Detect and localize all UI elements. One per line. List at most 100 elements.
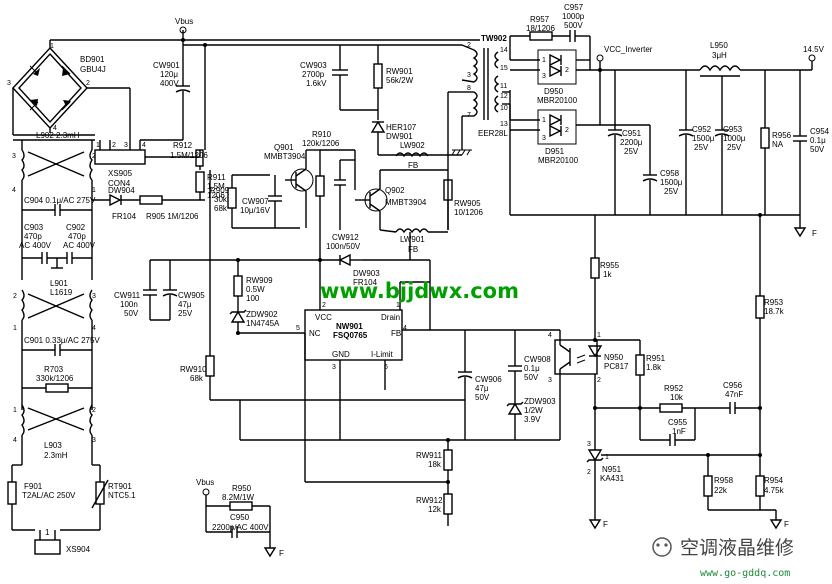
svg-text:Q902: Q902 [385,186,405,195]
svg-text:4: 4 [13,437,17,444]
svg-text:C955: C955 [668,418,688,427]
svg-text:1: 1 [50,43,54,50]
svg-text:2: 2 [467,42,471,49]
capacitor-cw905: CW905 47μ 25V [150,260,205,321]
svg-text:L1619: L1619 [50,288,73,297]
capacitors-c903-c902: C903 470p AC 400V C902 470p AC 400V [19,223,96,269]
bd901-value: GBU4J [80,65,106,74]
svg-text:2: 2 [86,80,90,87]
svg-text:1.5M/1206: 1.5M/1206 [170,151,208,160]
optocoupler-n950: 1 2 4 3 N950 PC817 [548,330,629,440]
diode-d950: 1 3 2 D950 MBR20100 [510,49,600,105]
svg-text:1.8k: 1.8k [646,363,662,372]
transistor-q902: Q902 MMBT3904 [355,169,448,230]
svg-text:3: 3 [7,80,11,87]
svg-text:NC: NC [309,329,321,338]
svg-text:Drain: Drain [381,313,400,322]
svg-text:MMBT3904: MMBT3904 [264,152,306,161]
svg-text:3: 3 [124,142,128,149]
svg-text:XS905: XS905 [108,169,133,178]
svg-text:1nF: 1nF [672,427,686,436]
capacitor-c950: C950 2200p/AC 400V F [206,513,284,558]
svg-text:50V: 50V [524,373,539,382]
svg-text:0.1μ: 0.1μ [524,364,540,373]
svg-text:3: 3 [542,135,546,142]
svg-text:EER28L: EER28L [478,129,508,138]
svg-text:R910: R910 [312,130,332,139]
svg-text:1000p: 1000p [562,12,585,21]
connector-xs905: 1 2 3 4 XS905 CON4 [94,139,200,188]
resistor-r703: R703 330k/1206 [22,365,92,393]
capacitor-c958: C958 1500μ 25V [600,124,683,215]
svg-text:2: 2 [92,153,96,160]
svg-text:F: F [279,549,284,558]
svg-text:F901: F901 [24,482,43,491]
svg-text:CW907: CW907 [242,197,269,206]
capacitor-cw906: CW906 47μ 50V [430,329,560,440]
svg-text:DW904: DW904 [108,186,135,195]
svg-text:T2AL/AC 250V: T2AL/AC 250V [22,491,76,500]
svg-text:470p: 470p [68,232,86,241]
svg-text:NW901: NW901 [336,322,363,331]
diode-dw904: DW904 FR104 R905 1M/1206 [92,186,205,221]
svg-text:R950: R950 [232,484,252,493]
svg-text:2: 2 [597,377,601,384]
svg-text:50V: 50V [810,145,825,154]
svg-text:MBR20100: MBR20100 [538,156,579,165]
svg-text:4.75k: 4.75k [764,486,785,495]
capacitor-c904: C904 0.1μ/AC 275V [21,196,96,280]
svg-text:3: 3 [587,441,591,448]
svg-text:1: 1 [45,528,50,537]
svg-text:3.9V: 3.9V [524,415,541,424]
watermark-brand: 空调液晶维修 www.go-gddq.com [652,537,794,579]
svg-text:3: 3 [92,437,96,444]
svg-text:www.go-gddq.com: www.go-gddq.com [700,568,790,579]
svg-text:1: 1 [542,57,546,64]
svg-text:CON4: CON4 [108,179,131,188]
capacitor-cw907: CW907 10μ/16V [232,175,300,229]
svg-text:R951: R951 [646,354,666,363]
svg-text:C954: C954 [810,127,830,136]
svg-text:56k/2W: 56k/2W [386,76,414,85]
svg-text:4: 4 [548,332,552,339]
svg-text:68k: 68k [190,374,204,383]
svg-text:CW911: CW911 [114,291,141,300]
svg-text:R956: R956 [772,131,792,140]
svg-text:ZDW902: ZDW902 [246,310,278,319]
svg-text:KA431: KA431 [600,474,625,483]
svg-text:C903: C903 [24,223,44,232]
svg-text:47nF: 47nF [725,390,743,399]
svg-text:1: 1 [13,325,17,332]
svg-text:1: 1 [13,407,17,414]
svg-text:8.2M/1W: 8.2M/1W [222,493,254,502]
resistor-rw909: RW909 0.5W 100 [233,258,273,305]
svg-text:1000μ: 1000μ [723,134,746,143]
svg-text:C958: C958 [660,169,680,178]
svg-text:4: 4 [403,325,407,332]
svg-text:0.5W: 0.5W [246,285,265,294]
svg-text:RW911: RW911 [416,451,442,460]
svg-text:2: 2 [587,469,591,476]
svg-text:68k: 68k [214,204,228,213]
transformer-tw902: TW902 2 3 8 7 14 15 11 12 10 13 EER28L [447,34,508,230]
svg-text:GND: GND [332,350,350,359]
connector-xs904: 1 XS904 [12,528,100,555]
svg-text:R955: R955 [600,261,620,270]
resistor-r950: Vbus R950 8.2M/1W [196,478,271,532]
svg-text:1.5M: 1.5M [207,182,225,191]
svg-text:MMBT3904: MMBT3904 [385,198,427,207]
svg-text:50V: 50V [475,393,490,402]
svg-text:4: 4 [92,325,96,332]
svg-text:3: 3 [548,377,552,384]
thermistor-rt901: RT901 NTC5.1 [91,465,136,530]
resistor-r956: R956 NA [760,70,792,215]
svg-text:CW908: CW908 [524,355,551,364]
svg-text:LW901: LW901 [400,235,425,244]
choke-l903: 1 2 4 3 L903 2.3mH [12,404,100,466]
svg-text:18.7k: 18.7k [764,307,785,316]
capacitor-c951: C951 2200μ 25V [607,70,643,215]
svg-text:C952: C952 [692,125,712,134]
choke-l902: L902 2.3mH 3 2 4 1 [12,131,96,200]
svg-text:R703: R703 [44,365,64,374]
snubber-r957-c957: R957 18/1206 C957 1000p 500V [509,3,591,60]
